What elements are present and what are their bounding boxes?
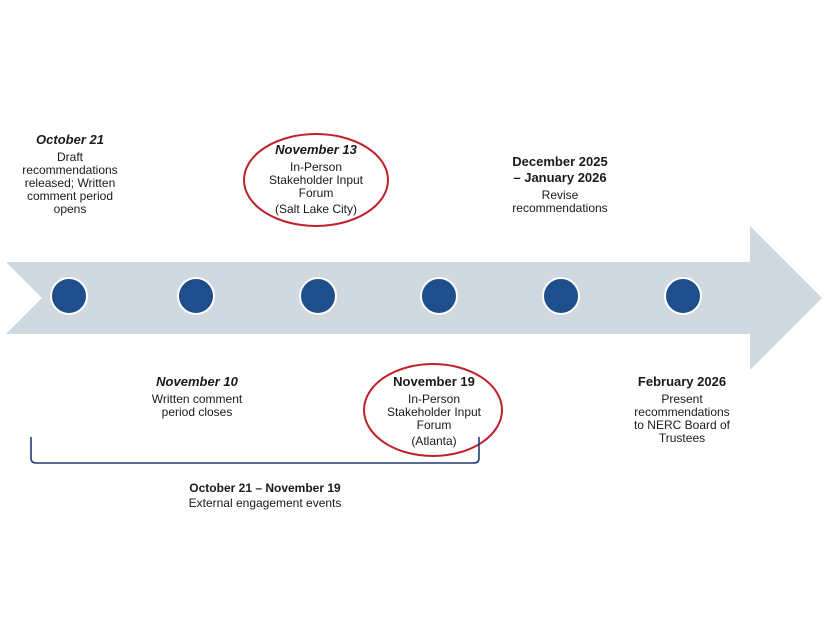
timeline-marker-4 bbox=[420, 277, 458, 315]
event-description: In-Person Stakeholder Input Forum bbox=[268, 160, 364, 200]
highlight-ring-salt-lake-city bbox=[243, 133, 389, 227]
timeline-marker-5 bbox=[542, 277, 580, 315]
range-description: External engagement events bbox=[188, 496, 342, 510]
event-date: November 13 bbox=[275, 142, 357, 157]
event-description: In-Person Stakeholder Input Forum bbox=[386, 392, 482, 432]
event-date: February 2026 bbox=[637, 374, 727, 389]
timeline-marker-1 bbox=[50, 277, 88, 315]
event-date: October 21 bbox=[36, 132, 104, 147]
event-description: Draft recommendations released; Written … bbox=[22, 150, 118, 216]
event-description: Revise recommendations bbox=[512, 188, 608, 215]
event-november-19: November 19 In-Person Stakeholder Input … bbox=[370, 374, 498, 448]
range-bracket bbox=[30, 437, 480, 464]
event-location: (Salt Lake City) bbox=[274, 202, 358, 216]
timeline-marker-6 bbox=[664, 277, 702, 315]
range-dates: October 21 – November 19 bbox=[189, 481, 341, 495]
event-november-13: November 13 In-Person Stakeholder Input … bbox=[252, 142, 380, 216]
range-label: October 21 – November 19 External engage… bbox=[130, 481, 400, 511]
timeline-marker-2 bbox=[177, 277, 215, 315]
timeline-marker-3 bbox=[299, 277, 337, 315]
timeline-arrow bbox=[6, 226, 822, 370]
event-october-21: October 21 Draft recommendations release… bbox=[12, 132, 128, 216]
highlight-ring-atlanta bbox=[363, 363, 503, 457]
event-november-10: November 10 Written comment period close… bbox=[132, 374, 262, 419]
event-december-january: December 2025 – January 2026 Revise reco… bbox=[490, 154, 630, 215]
event-location: (Atlanta) bbox=[411, 434, 457, 448]
event-date: December 2025 – January 2026 bbox=[512, 154, 608, 185]
event-february-2026: February 2026 Present recommendations to… bbox=[616, 374, 748, 445]
event-date: November 19 bbox=[393, 374, 475, 389]
event-description: Written comment period closes bbox=[151, 392, 243, 419]
event-date: November 10 bbox=[156, 374, 238, 389]
event-description: Present recommendations to NERC Board of… bbox=[633, 392, 731, 445]
